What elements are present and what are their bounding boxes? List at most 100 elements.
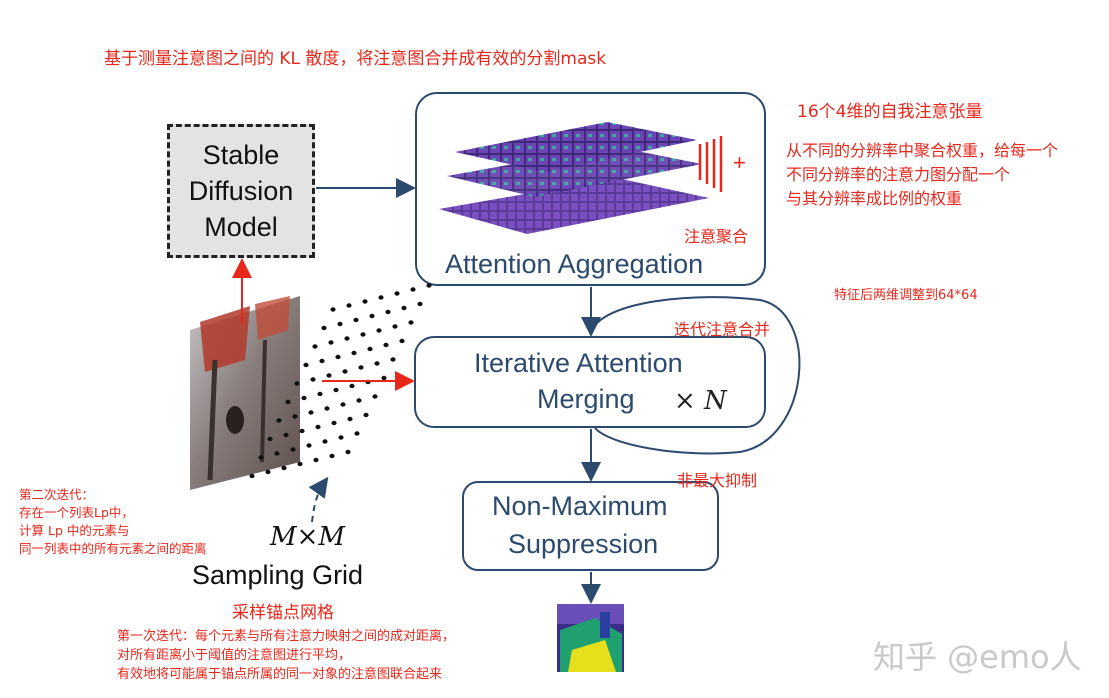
iterative-attention-merging-box: Iterative Attention Merging × N [414,336,766,428]
resize-note: 特征后两维调整到64*64 [834,288,978,303]
grid-dot [354,431,360,436]
grid-dot [383,342,389,348]
weight-bars [698,136,723,192]
grid-dot [401,305,407,311]
top-title-note: 基于测量注意图之间的 KL 散度，将注意图合并成有效的分割mask [104,49,607,69]
grid-dot [335,354,341,360]
stable-diffusion-model-box: Stable Diffusion Model [167,124,315,258]
grid-dot [285,399,291,405]
grid-dot [367,346,373,352]
grid-dot [281,465,287,471]
grid-dot [390,357,396,362]
attention-maps-illustration [439,122,723,234]
grid-dot [410,287,416,292]
grid-dot [322,439,328,444]
input-image [190,296,300,490]
grid-dot [328,340,334,345]
grid-dot [306,443,312,448]
grid-dot [330,307,336,312]
grid-dot [274,451,280,456]
grid-dot [331,420,337,426]
tensor-note: 16个4维的自我注意张量 [797,102,983,122]
weight-note-line-3: 与其分辨率成比例的权重 [786,189,963,208]
grid-dot [374,361,380,366]
grid-dot [349,383,355,389]
grid-dot [267,436,273,442]
grid-dot [276,418,282,423]
grid-dot [290,447,296,452]
grid-dot [299,428,305,434]
non-maximum-suppression-box: Non-Maximum Suppression [462,481,719,571]
first-iter-line-2: 对所有距离小于阈值的注意图进行平均， [117,648,352,663]
second-iter-note: 第二次迭代： 存在一个列表Lp中， 计算 Lp 中的元素与 同一列表中的所有元素… [19,486,207,558]
grid-dot [310,377,316,382]
sd-line-1: Stable [202,140,280,170]
second-iter-line-3: 计算 Lp 中的元素与 [19,523,130,538]
grid-dot [294,381,300,386]
nms-line-2: Suppression [508,529,659,559]
grid-size-label: M×M [270,522,346,552]
grid-dot [326,373,332,378]
grid-dot [417,301,423,307]
grid-dot [317,391,323,397]
weight-note-line-2: 不同分辨率的注意力图分配一个 [786,165,1011,184]
grid-dot [265,469,271,475]
grid-dot [344,336,350,341]
grid-dot [292,414,298,419]
merging-line-1: Iterative Attention [474,348,683,378]
plus-sign: + [733,150,746,175]
grid-dot [356,398,362,403]
grid-dot [408,320,414,325]
sampling-grid [249,283,432,479]
sd-line-3: Model [204,212,278,242]
grid-dot [347,416,353,422]
segmentation-output [557,604,624,672]
grid-dot [319,358,325,364]
grid-dot [369,313,375,319]
watermark: 知乎 @emo人 [873,638,1082,676]
sampling-grid-label: Sampling Grid [192,560,364,590]
attention-aggregation-box: + 注意聚合 Attention Aggregation [415,92,766,286]
attention-layer-mid [447,146,702,197]
attention-layer-top [455,122,697,172]
iteration-loop [590,296,801,455]
merging-line-2: Merging [537,384,635,414]
nms-line-1: Non-Maximum [492,491,668,521]
grid-dot [303,362,309,368]
grid-dot [333,387,339,393]
grid-dot [345,449,351,455]
grid-label-dashed-arrow [308,476,329,523]
grid-dot [426,283,432,288]
grid-dot [315,424,321,430]
grid-dot [399,338,405,344]
grid-dot [338,435,344,440]
grid-dot [394,291,400,296]
merging-cn-label: 迭代注意合并 [674,320,771,339]
grid-dot [249,473,255,479]
aggregated-attention-layer [439,178,709,234]
grid-dot [312,344,318,349]
grid-dot [340,402,346,407]
first-iter-line-1: 第一次迭代：每个元素与所有注意力映射之间的成对距离， [117,629,456,644]
sd-line-2: Diffusion [188,176,294,206]
grid-dot [301,395,307,401]
grid-dot [376,328,382,333]
second-iter-line-4: 同一列表中的所有元素之间的距离 [19,541,207,556]
first-iter-line-3: 有效地将可能属于锚点所属的同一对象的注意图联合起来 [117,667,443,682]
grid-dot [351,350,357,356]
grid-dot [342,369,348,374]
times-n-label: × N [674,386,727,416]
grid-dot [381,375,387,381]
grid-dot [385,309,391,315]
aggregation-cn-label: 注意聚合 [684,227,749,246]
grid-dot [324,406,330,411]
grid-dot [321,325,327,331]
grid-dot [372,394,378,399]
grid-dot [378,295,384,300]
grid-dot [353,317,359,323]
weight-note-line-1: 从不同的分辨率中聚合权重，给每一个 [786,141,1059,160]
grid-dot [297,461,303,467]
grid-dot [360,332,366,337]
attention-aggregation-label: Attention Aggregation [445,249,704,279]
